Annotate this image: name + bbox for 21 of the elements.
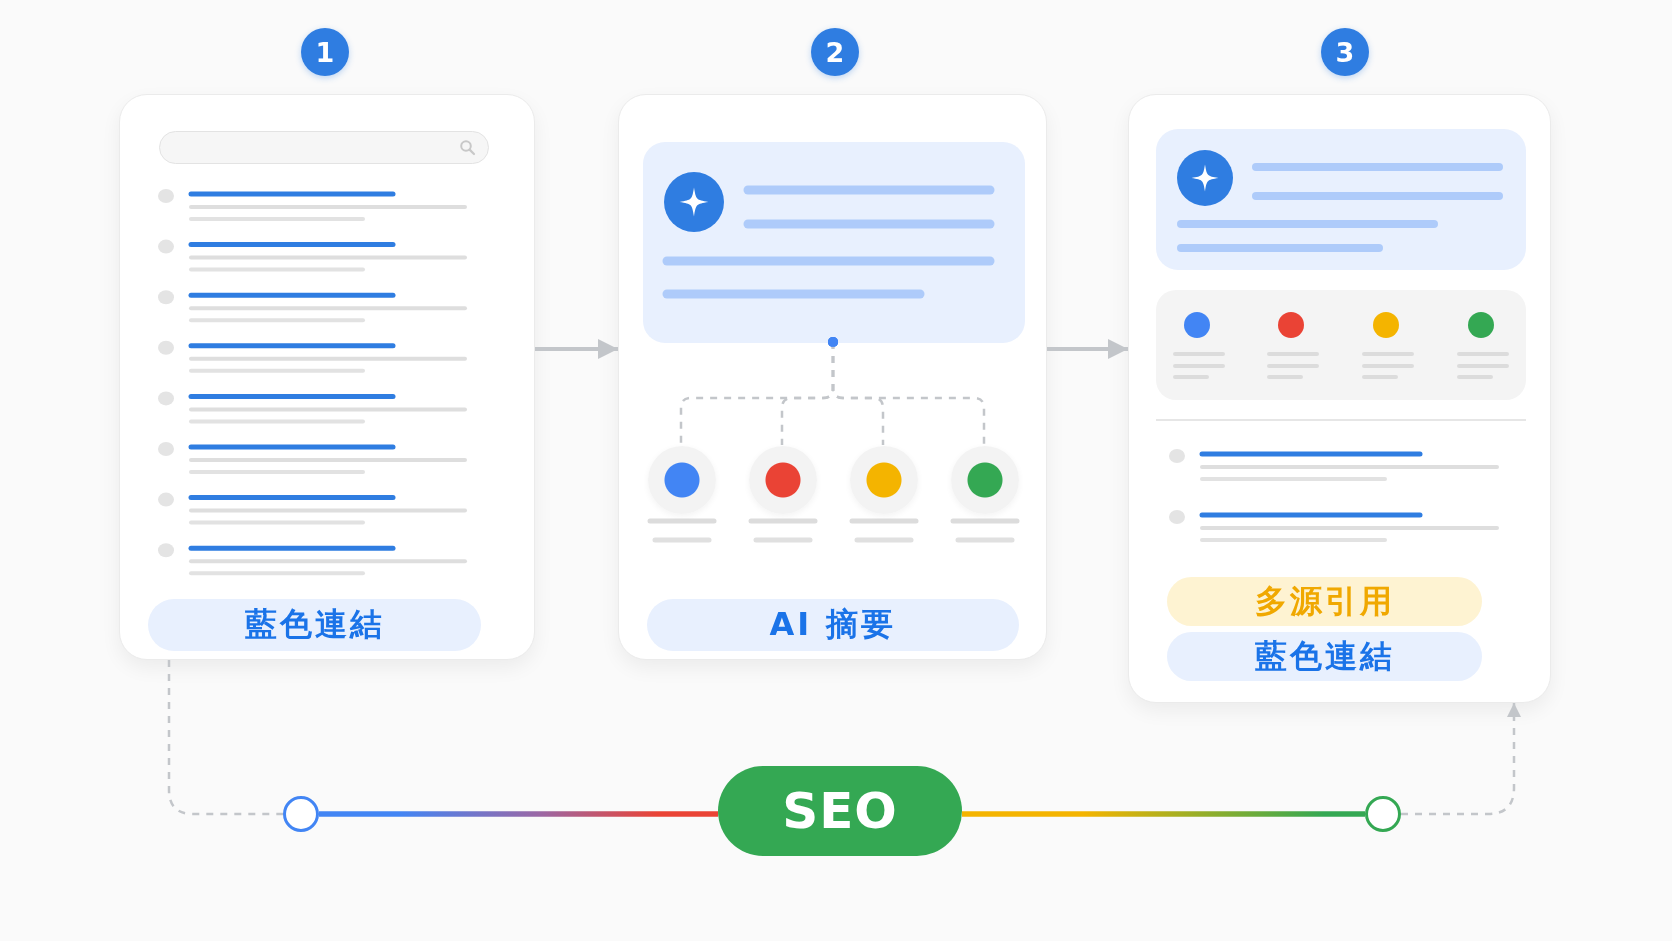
label-pill: AI 摘要 [647,599,1019,651]
step-number-badge: 2 [811,28,859,76]
arrow [1047,339,1128,359]
dashed-connector [828,337,986,445]
step-card [1128,94,1551,703]
step-number-badge: 1 [301,28,349,76]
arrow [535,339,618,359]
label-pill: 藍色連結 [1167,632,1482,681]
summary-panel [643,142,1025,343]
dashed-connector [167,660,283,816]
seo-pill: SEO [718,766,962,856]
timeline-ring [283,796,319,832]
dashed-arrow [1401,703,1521,816]
label-pill: 多源引用 [1167,577,1482,626]
timeline-ring [1365,796,1401,832]
step-number-badge: 3 [1321,28,1369,76]
step-card [119,94,535,660]
timeline-line [319,811,718,817]
step-card [618,94,1047,660]
label-pill: 藍色連結 [148,599,481,651]
timeline-line [962,811,1365,817]
